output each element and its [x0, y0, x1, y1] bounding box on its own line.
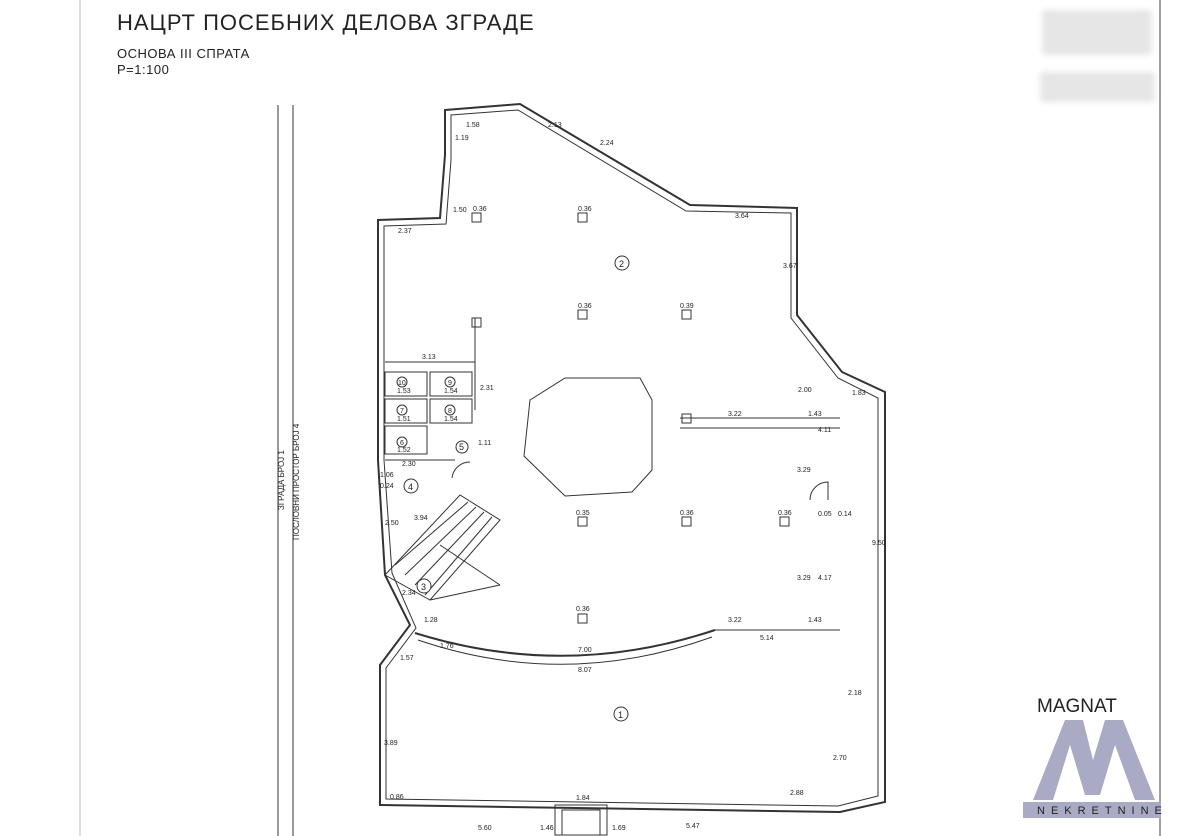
room-number-4: 4	[408, 482, 413, 492]
room-number-6: 6	[400, 440, 404, 447]
room-8	[429, 398, 473, 424]
dimension-labels: 1.58 2.13 1.19 2.24 3.64 3.67 2.37 1.50 …	[380, 122, 886, 832]
room-9	[429, 371, 473, 397]
dim-label: 1.50	[453, 207, 467, 214]
dim-label: 8.07	[578, 667, 592, 674]
room-number-8: 8	[448, 408, 452, 415]
dim-label: 1.69	[612, 825, 626, 832]
dim-label: 3.64	[735, 213, 749, 220]
room-number-2: 2	[619, 259, 624, 269]
dim-label: 0.36	[578, 303, 592, 310]
dim-label: 1.43	[808, 411, 822, 418]
dim-label: 1.54	[444, 416, 458, 423]
atrium-void	[523, 377, 653, 497]
dim-label: 1.43	[808, 617, 822, 624]
logo-name: MAGNAT	[1037, 696, 1117, 717]
dim-label: 0.36	[578, 206, 592, 213]
dim-label: 0.36	[473, 206, 487, 213]
dim-label: 2.13	[548, 122, 562, 129]
dim-label: 5.47	[686, 823, 700, 830]
room-number-3: 3	[421, 582, 426, 592]
curved-wall	[414, 629, 716, 657]
room-number-7: 7	[400, 408, 404, 415]
room-markers	[396, 255, 630, 722]
magnat-logo: MAGNAT NEKRETNINE	[1023, 696, 1165, 818]
dim-label: 7.00	[578, 647, 592, 654]
logo-bar	[1023, 802, 1161, 818]
dim-label: 0.86	[390, 794, 404, 801]
dim-label: 1.54	[444, 388, 458, 395]
room-number-1: 1	[618, 710, 623, 720]
room-number-9: 9	[448, 380, 452, 387]
dim-label: 5.14	[760, 635, 774, 642]
room-10	[384, 371, 428, 397]
dim-label: 2.70	[833, 755, 847, 762]
dim-label: 3.29	[797, 467, 811, 474]
dim-label: 2.34	[402, 590, 416, 597]
dim-label: 0.36	[778, 510, 792, 517]
room-6	[384, 425, 428, 455]
dim-label: 1.06	[380, 472, 394, 479]
dim-label: 1.51	[397, 416, 411, 423]
dim-label: 2.00	[798, 387, 812, 394]
dim-label: 2.30	[402, 461, 416, 468]
drawing-subtitle: ОСНОВА III СПРАТА	[117, 46, 250, 61]
dim-label: 0.14	[838, 511, 852, 518]
dim-label: 2.88	[790, 790, 804, 797]
dim-label: 0.36	[680, 510, 694, 517]
dim-label: 1.57	[400, 655, 414, 662]
dim-label: 2.31	[480, 385, 494, 392]
dim-label: 3.89	[384, 740, 398, 747]
balcony-niche	[561, 809, 601, 836]
dim-label: 4.11	[818, 427, 831, 434]
dim-label: 1.28	[424, 617, 438, 624]
dim-label: 2.18	[848, 690, 862, 697]
dim-label: 4.17	[818, 575, 832, 582]
business-space-label: ПОСЛОВНИ ПРОСТОР БРОЈ 4	[292, 423, 301, 540]
dim-label: 1.58	[466, 122, 480, 129]
dim-label: 2.37	[398, 228, 412, 235]
dim-label: 1.53	[397, 388, 411, 395]
dim-label: 0.05	[818, 511, 832, 518]
dim-label: 9.50	[872, 540, 886, 547]
dim-label: 1.76	[440, 643, 454, 650]
door-arc	[451, 461, 471, 479]
dim-label: 1.46	[540, 825, 554, 832]
outer-wall	[377, 102, 886, 814]
dim-label: 1.83	[852, 390, 866, 397]
dim-label: 2.24	[600, 140, 614, 147]
dim-label: 3.22	[728, 411, 742, 418]
dim-label: 0.35	[576, 510, 590, 517]
dim-label: 1.52	[397, 447, 411, 454]
dim-label: 3.22	[728, 617, 742, 624]
door-arc	[809, 481, 829, 501]
dim-label: 3.67	[783, 263, 797, 270]
inner-wall	[383, 109, 879, 807]
room-number-10: 10	[398, 380, 406, 387]
dim-label: 0.39	[680, 303, 694, 310]
room-7	[384, 398, 428, 424]
dim-label: 3.29	[797, 575, 811, 582]
dim-label: 5.60	[478, 825, 492, 832]
drawing-scale: P=1:100	[117, 62, 170, 77]
drawing-title: НАЦРТ ПОСЕБНИХ ДЕЛОВА ЗГРАДЕ	[117, 10, 535, 35]
dim-label: 1.19	[455, 135, 469, 142]
dim-label: 1.84	[576, 795, 590, 802]
building-label: ЗГРАДА БРОЈ 1	[277, 450, 286, 510]
columns	[471, 212, 790, 624]
redacted-block	[1042, 10, 1152, 55]
room-number-5: 5	[459, 442, 464, 452]
redacted-block	[1040, 72, 1155, 102]
dim-label: 3.13	[422, 354, 436, 361]
logo-m-icon	[1033, 720, 1155, 800]
staircase	[384, 494, 501, 601]
dim-label: 2.50	[385, 520, 399, 527]
dim-label: 0.24	[380, 483, 394, 490]
logo-tagline: NEKRETNINE	[1037, 805, 1165, 817]
dim-label: 0.36	[576, 606, 590, 613]
dim-label: 1.11	[478, 440, 491, 447]
dim-label: 3.94	[414, 515, 428, 522]
